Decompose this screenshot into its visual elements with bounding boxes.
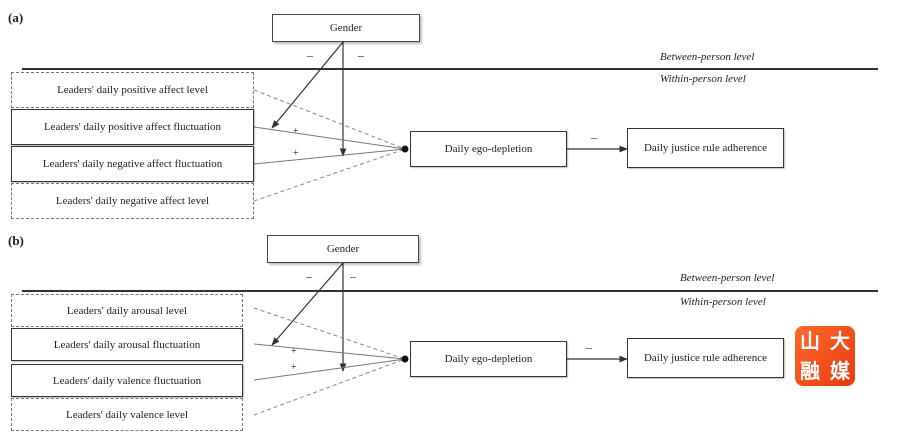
valence-level-path: [253, 358, 406, 416]
logo-char: 融: [800, 359, 820, 383]
arousal-level-path: [253, 307, 406, 360]
arousal-fluct-path: [253, 343, 406, 360]
plus-sign: +: [293, 126, 299, 137]
negative-affect-fluctuation-box: Leaders' daily negative affect fluctuati…: [11, 146, 254, 182]
gender-sign-left: –: [306, 269, 312, 283]
gender-sign-right: –: [350, 269, 356, 283]
arousal-level-box: Leaders' daily arousal level: [11, 294, 243, 327]
plus-sign: +: [291, 362, 297, 373]
gender-to-pos-fluct-arrow: [271, 41, 344, 129]
negative-affect-level-box: Leaders' daily negative affect level: [11, 183, 254, 219]
positive-affect-level-box: Leaders' daily positive affect level: [11, 72, 254, 108]
arousal-fluctuation-box: Leaders' daily arousal fluctuation: [11, 328, 243, 361]
ego-justice-sign: –: [591, 130, 597, 144]
gender-box: Gender: [272, 14, 420, 42]
logo-char: 媒: [830, 359, 850, 383]
panel-label-b: (b): [8, 233, 24, 248]
between-person-level-label: Between-person level: [660, 51, 755, 63]
logo-char: 大: [830, 329, 850, 353]
ego-depletion-box: Daily ego-depletion: [410, 131, 567, 167]
gender-to-arousal-fluct-arrow: [271, 262, 344, 346]
positive-affect-fluctuation-box: Leaders' daily positive affect fluctuati…: [11, 109, 254, 145]
pos-fluct-path: [253, 126, 406, 150]
logo-char: 山: [800, 329, 820, 353]
panel-label-a: (a): [8, 10, 24, 25]
ego-justice-sign: –: [586, 340, 592, 354]
junction-dot: [401, 355, 409, 363]
justice-rule-adherence-box: Daily justice rule adherence: [627, 128, 784, 168]
gender-sign-right: –: [358, 48, 364, 62]
gender-box: Gender: [267, 235, 419, 263]
ego-depletion-box: Daily ego-depletion: [410, 341, 567, 377]
neg-level-path: [253, 148, 406, 202]
gender-sign-left: –: [307, 48, 313, 62]
plus-sign: +: [291, 346, 297, 357]
watermark-logo: 山 大 融 媒: [795, 326, 855, 386]
between-person-level-label: Between-person level: [680, 272, 775, 284]
within-person-level-label: Within-person level: [660, 73, 746, 85]
plus-sign: +: [293, 148, 299, 159]
valence-fluctuation-box: Leaders' daily valence fluctuation: [11, 364, 243, 397]
junction-dot: [401, 145, 409, 153]
justice-rule-adherence-box: Daily justice rule adherence: [627, 338, 784, 378]
neg-fluct-path: [253, 148, 406, 165]
valence-fluct-path: [253, 358, 406, 381]
valence-level-box: Leaders' daily valence level: [11, 398, 243, 431]
within-person-level-label: Within-person level: [680, 296, 766, 308]
pos-level-path: [253, 89, 406, 150]
